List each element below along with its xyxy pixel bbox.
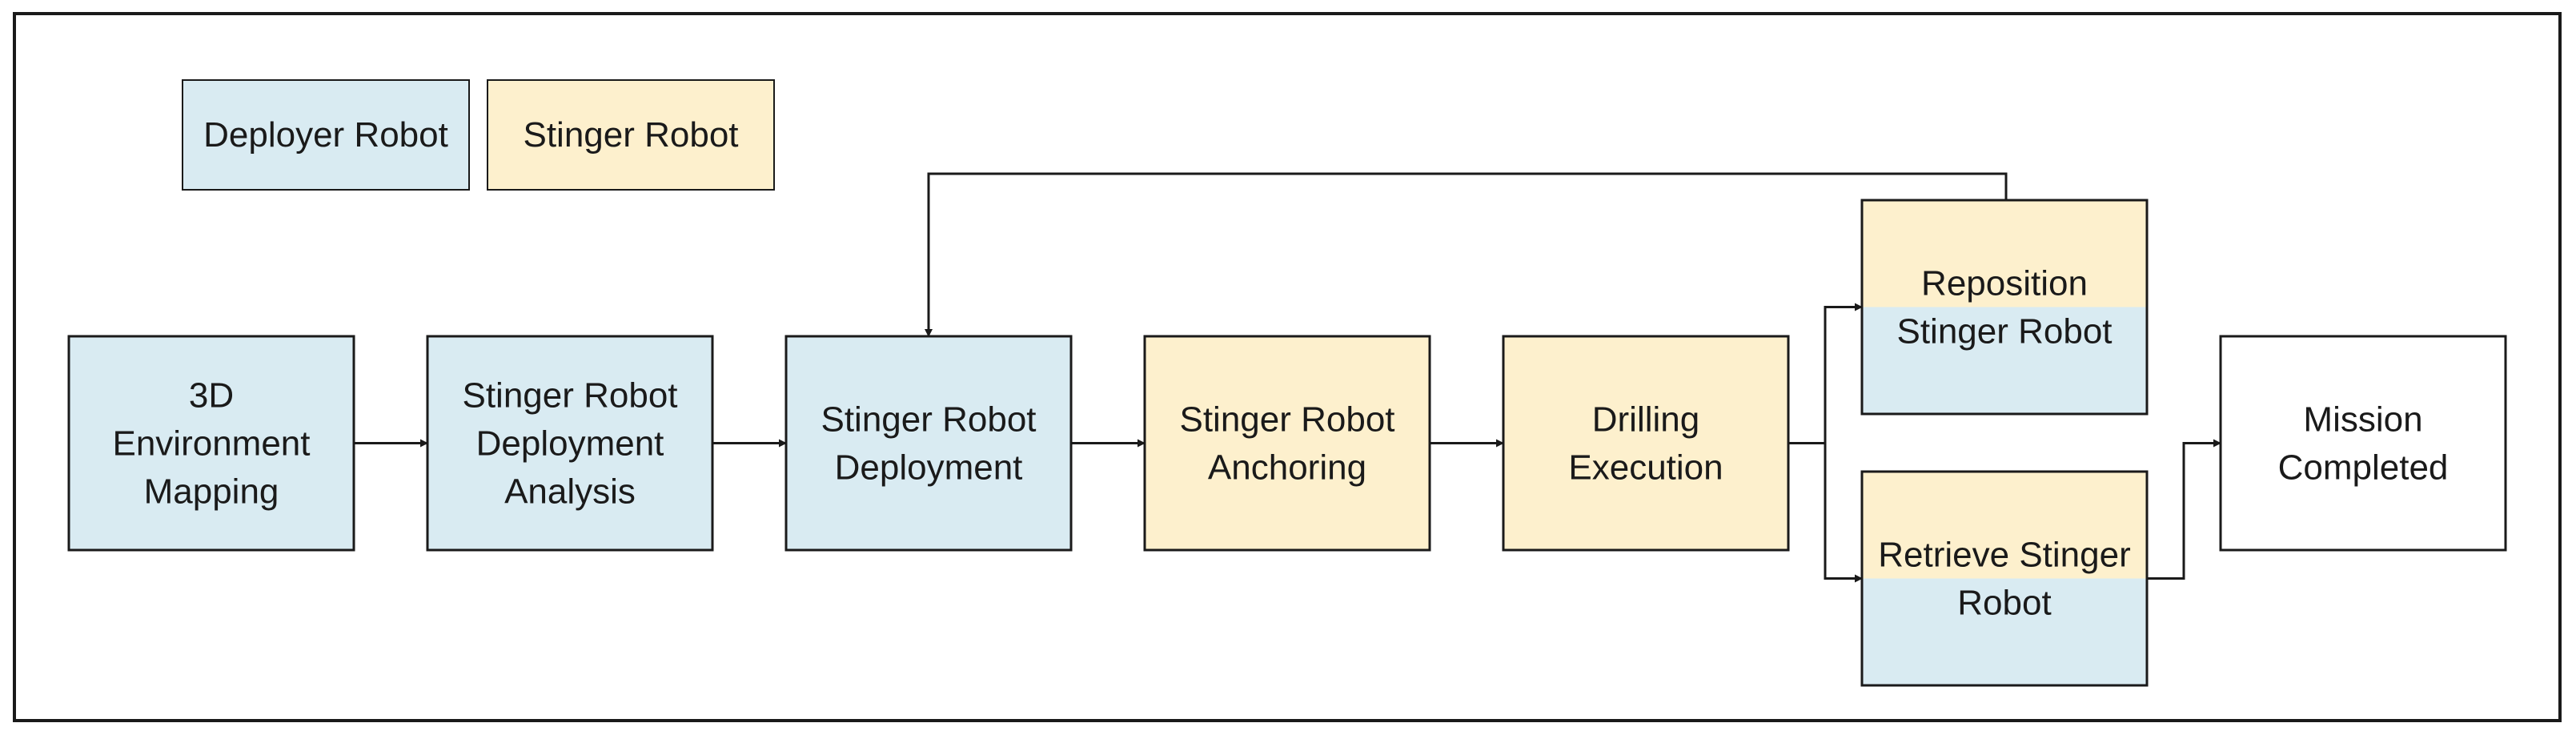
node-mapping-label-line-1: 3D bbox=[189, 376, 234, 416]
node-completed-label-line-2: Completed bbox=[2278, 448, 2449, 488]
node-analysis-box bbox=[426, 335, 714, 552]
node-completed-box bbox=[2219, 335, 2507, 552]
node-reposition-bottom-fill bbox=[1862, 307, 2147, 414]
legend-label-deployer: Deployer Robot bbox=[203, 115, 448, 155]
node-retrieve-box bbox=[1860, 470, 2149, 687]
legend: Deployer Robot Stinger Robot bbox=[182, 79, 775, 191]
node-analysis-label-line-1: Stinger Robot bbox=[462, 376, 677, 416]
node-anchoring-label-line-2: Anchoring bbox=[1208, 448, 1366, 488]
node-retrieve-label-line-1: Retrieve Stinger bbox=[1878, 536, 2130, 575]
node-reposition-top-fill bbox=[1862, 200, 2147, 307]
legend-item-deployer: Deployer Robot bbox=[182, 79, 470, 191]
node-drilling-label-line-1: Drilling bbox=[1592, 400, 1699, 440]
node-reposition-label-line-2: Stinger Robot bbox=[1896, 312, 2112, 351]
legend-item-stinger: Stinger Robot bbox=[487, 79, 775, 191]
edges bbox=[354, 172, 2221, 583]
edge-drilling-to-retrieve bbox=[1788, 442, 1863, 583]
node-completed-label-line-1: Mission bbox=[2303, 400, 2422, 440]
diagram-frame bbox=[13, 12, 2562, 722]
node-deployment-label-line-2: Deployment bbox=[835, 448, 1023, 488]
node-reposition-label-line-1: Reposition bbox=[1921, 264, 2088, 303]
edge-reposition-to-deployment bbox=[925, 172, 2008, 337]
legend-swatch-deployer bbox=[182, 79, 470, 191]
node-anchoring-label-line-1: Stinger Robot bbox=[1179, 400, 1394, 440]
node-mapping-label-line-2: Environment bbox=[112, 424, 310, 464]
node-deployment-label-line-1: Stinger Robot bbox=[821, 400, 1036, 440]
node-mapping-label-line-3: Mapping bbox=[144, 472, 279, 512]
node-retrieve-bottom-fill bbox=[1862, 578, 2147, 685]
edge-drilling-to-reposition bbox=[1788, 303, 1863, 444]
legend-swatch-stinger bbox=[487, 79, 775, 191]
node-anchoring-box bbox=[1143, 335, 1431, 552]
node-deployment-box bbox=[784, 335, 1073, 552]
legend-label-stinger: Stinger Robot bbox=[523, 115, 738, 155]
node-drilling-box bbox=[1502, 335, 1790, 552]
node-reposition-box bbox=[1860, 199, 2149, 416]
node-retrieve-label-line-2: Robot bbox=[1957, 584, 2051, 623]
node-analysis-label-line-3: Analysis bbox=[504, 472, 636, 512]
node-retrieve-top-fill bbox=[1862, 472, 2147, 579]
edge-retrieve-to-completed bbox=[2147, 439, 2221, 580]
node-mapping-box bbox=[67, 335, 355, 552]
node-drilling-label-line-2: Execution bbox=[1568, 448, 1723, 488]
node-analysis-label-line-2: Deployment bbox=[476, 424, 664, 464]
